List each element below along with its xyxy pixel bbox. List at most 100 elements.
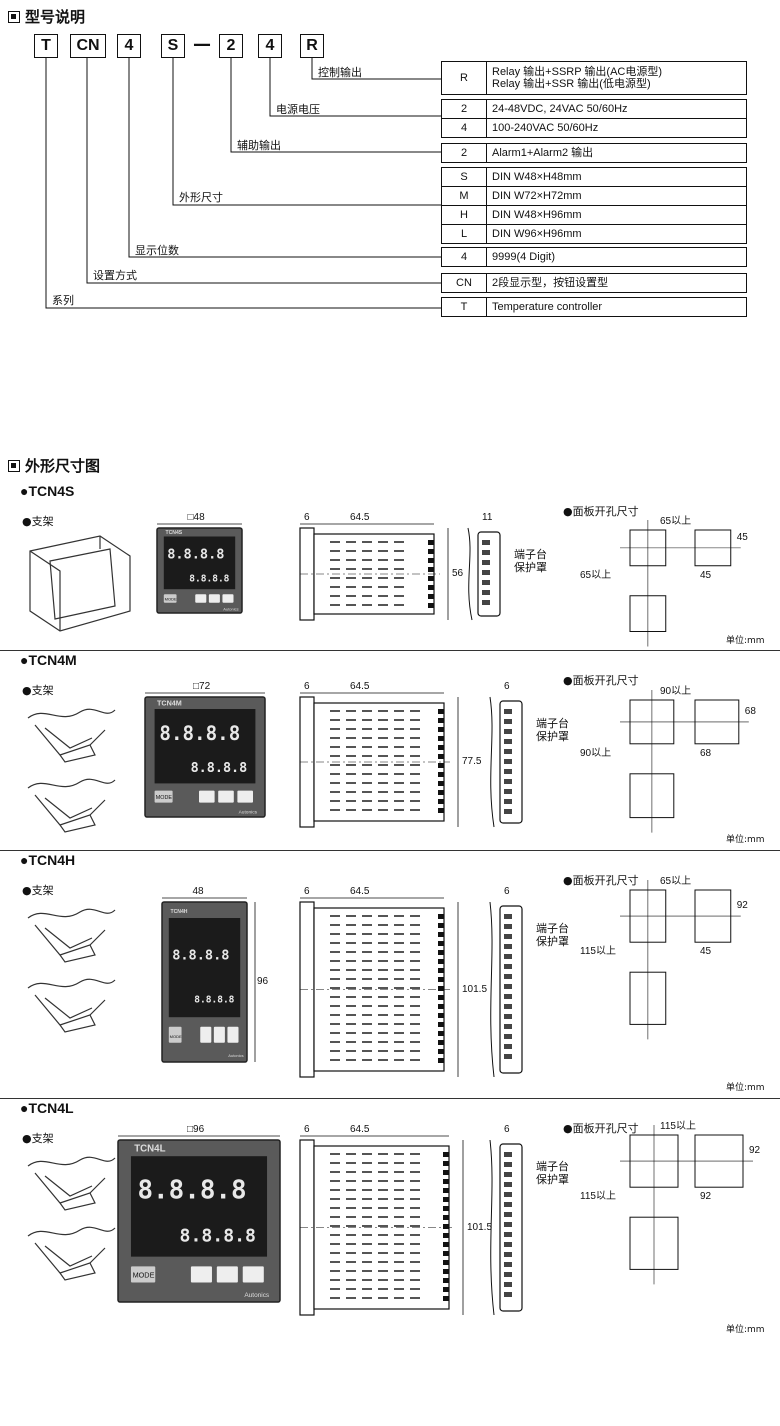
hole-width-dim: 45 bbox=[700, 946, 712, 958]
pv-digits: 8.8.8.8 bbox=[159, 722, 240, 745]
cover-terminal bbox=[482, 580, 490, 585]
code-letter-4b: 4 bbox=[258, 34, 282, 58]
label-setting-type: 设置方式 bbox=[93, 269, 137, 282]
section-divider bbox=[0, 1098, 780, 1099]
side-height-dim: 101.5 bbox=[462, 983, 488, 995]
arrow-button bbox=[213, 1026, 225, 1043]
terminal-pin bbox=[438, 977, 444, 982]
terminal-pin bbox=[443, 1296, 449, 1301]
cover-terminal bbox=[504, 1202, 512, 1207]
side-b-dim: 64.5 bbox=[350, 681, 370, 692]
terminal-pin bbox=[438, 959, 444, 964]
hole-height-dim: 68 bbox=[744, 705, 756, 717]
cutout-width-dim: 90以上 bbox=[660, 686, 692, 697]
bracket-clip bbox=[27, 1226, 116, 1281]
cover-terminal bbox=[504, 1292, 512, 1297]
front-width-line bbox=[162, 897, 247, 899]
cover-terminal bbox=[504, 779, 512, 784]
bracket-clip bbox=[44, 797, 93, 819]
cover-terminal bbox=[504, 1272, 512, 1277]
cutout-label: ●面板开孔尺寸 bbox=[563, 505, 639, 518]
cutout-width-dim: 65以上 bbox=[660, 876, 692, 887]
mode-label: MODE bbox=[165, 596, 177, 601]
cover-terminal bbox=[504, 1034, 512, 1039]
model-leader-lines bbox=[45, 58, 441, 309]
terminal-pin bbox=[438, 709, 444, 714]
code-cell: 2 bbox=[442, 100, 487, 118]
cover-terminal bbox=[504, 984, 512, 989]
terminal-pin bbox=[438, 1022, 444, 1027]
front-display bbox=[130, 1156, 268, 1257]
code-cell: R bbox=[442, 62, 487, 94]
hole-width-dim: 68 bbox=[700, 747, 712, 759]
terminal-pin bbox=[443, 1224, 449, 1229]
arrow-button bbox=[208, 594, 220, 603]
cutout-label: ●面板开孔尺寸 bbox=[563, 674, 639, 687]
terminal-pin bbox=[438, 790, 444, 795]
terminal-pin bbox=[438, 772, 444, 777]
cover-width-dim: 11 bbox=[482, 512, 493, 523]
cutout-width-dim: 115以上 bbox=[660, 1121, 696, 1132]
bracket-clip bbox=[27, 778, 116, 833]
terminal-pin bbox=[438, 1049, 444, 1054]
front-model-badge: TCN4L bbox=[134, 1143, 165, 1154]
cover-terminal bbox=[504, 709, 512, 714]
unit-label: 单位:mm bbox=[726, 636, 765, 646]
front-model-badge: TCN4M bbox=[157, 698, 182, 707]
model-name-tcn4h: ●TCN4H bbox=[20, 852, 76, 868]
cutout-label: ●面板开孔尺寸 bbox=[563, 874, 639, 887]
hole-height-dim: 92 bbox=[749, 1145, 761, 1157]
front-width-dim: □48 bbox=[187, 512, 205, 523]
side-height-line bbox=[447, 528, 449, 620]
pv-digits: 8.8.8.8 bbox=[172, 948, 229, 964]
front-model-badge: TCN4H bbox=[171, 909, 188, 915]
cover-terminal bbox=[504, 1182, 512, 1187]
terminal-pin bbox=[443, 1278, 449, 1283]
terminal-pin bbox=[438, 736, 444, 741]
cover-terminal bbox=[482, 540, 490, 545]
label-size: 外形尺寸 bbox=[179, 191, 223, 204]
code-letter-4: 4 bbox=[117, 34, 141, 58]
side-view bbox=[299, 1139, 455, 1316]
brand-label: Autonics bbox=[223, 606, 238, 611]
cover-terminal bbox=[504, 749, 512, 754]
code-letter-s: S bbox=[161, 34, 185, 58]
cover-terminal bbox=[504, 1152, 512, 1157]
terminal-pin bbox=[443, 1287, 449, 1292]
terminal-pin bbox=[438, 932, 444, 937]
desc-cell: Alarm1+Alarm2 输出 bbox=[492, 147, 594, 159]
cutout-label: ●面板开孔尺寸 bbox=[563, 1122, 639, 1135]
cover-terminal bbox=[504, 1192, 512, 1197]
terminal-pin bbox=[443, 1170, 449, 1175]
cover-terminal bbox=[504, 1044, 512, 1049]
cutout-height-dim: 115以上 bbox=[580, 946, 616, 958]
terminal-pin bbox=[438, 995, 444, 1000]
cover-terminal bbox=[504, 769, 512, 774]
label-control-output: 控制输出 bbox=[318, 66, 362, 79]
terminal-pin bbox=[438, 950, 444, 955]
cover-terminal bbox=[504, 1242, 512, 1247]
side-height-line bbox=[457, 697, 459, 827]
terminal-pin bbox=[443, 1233, 449, 1238]
arrow-button bbox=[200, 1026, 212, 1043]
arrow-button bbox=[237, 790, 253, 803]
brand-label: Autonics bbox=[239, 809, 258, 815]
model-name-tcn4l: ●TCN4L bbox=[20, 1100, 74, 1116]
side-height-dim: 101.5 bbox=[467, 1221, 493, 1233]
bracket-shape bbox=[29, 535, 131, 632]
front-display bbox=[154, 709, 256, 784]
terminal-pin bbox=[443, 1179, 449, 1184]
bracket-drawing bbox=[29, 535, 131, 632]
cover-width-dim: 6 bbox=[504, 681, 510, 692]
arrow-button bbox=[222, 594, 234, 603]
code-letter-r: R bbox=[300, 34, 324, 58]
bracket-clip bbox=[44, 1245, 93, 1267]
side-view bbox=[299, 527, 440, 621]
terminal-pin bbox=[438, 745, 444, 750]
terminal-pin bbox=[438, 727, 444, 732]
code-letter-2: 2 bbox=[219, 34, 243, 58]
desc-cell: 2段显示型，按钮设置型 bbox=[492, 277, 609, 289]
desc-cell: DIN W96×H96mm bbox=[492, 228, 582, 240]
